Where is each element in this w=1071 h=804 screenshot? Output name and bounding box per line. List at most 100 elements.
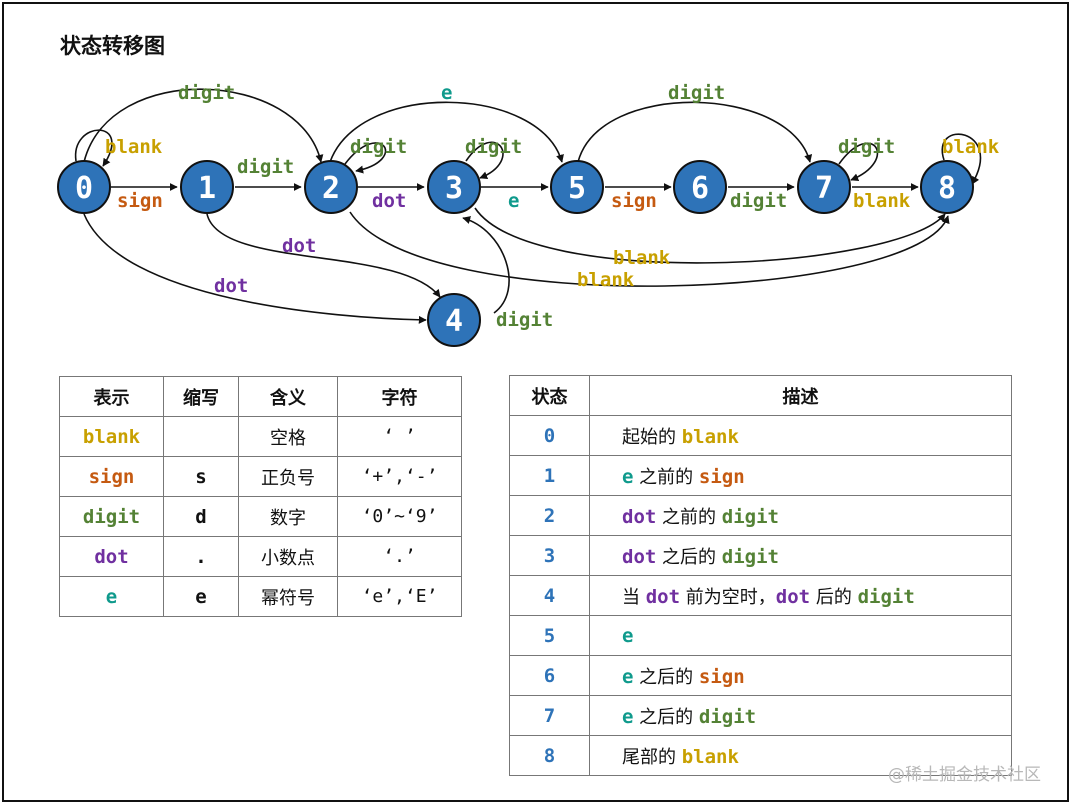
token-digit: digit <box>857 585 915 608</box>
label-0-blank: blank <box>105 136 163 158</box>
label-5-digit: digit <box>668 82 725 104</box>
label-6-digit: digit <box>730 190 787 212</box>
legend-name: sign <box>59 456 164 497</box>
state-number: 6 <box>509 655 590 696</box>
label-7-digit: digit <box>838 136 895 158</box>
state-number: 2 <box>509 495 590 536</box>
legend-header: 表示 <box>59 376 164 417</box>
label-2-digit: digit <box>350 136 407 158</box>
label-7-blank: blank <box>853 190 911 212</box>
state-header: 描述 <box>589 375 1012 416</box>
edge-7-7-digit <box>838 142 879 181</box>
label-2-dot: dot <box>372 190 406 212</box>
label-3-digit: digit <box>465 136 522 158</box>
legend-header: 含义 <box>238 376 338 417</box>
state-description: e 之前的 sign <box>589 455 1012 496</box>
description-text: 之前的 <box>633 466 699 488</box>
description-text: 后的 <box>810 586 858 608</box>
state-description: e 之后的 sign <box>589 655 1012 696</box>
legend-row: digit d 数字 ‘0’~‘9’ <box>59 496 462 537</box>
state-description: 尾部的 blank <box>589 735 1012 776</box>
legend-name: e <box>59 576 164 617</box>
edge-3-3-digit <box>465 141 504 180</box>
state-node-5: 5 <box>550 160 604 214</box>
svg-text:0: 0 <box>75 171 93 206</box>
state-description: 当 dot 前为空时，dot 后的 digit <box>589 575 1012 616</box>
legend-name: digit <box>59 496 164 537</box>
legend-abbr: e <box>163 576 239 617</box>
legend-meaning: 小数点 <box>238 536 338 577</box>
token-e: e <box>622 665 634 688</box>
description-text: 尾部的 <box>622 746 682 768</box>
legend-row: sign s 正负号 ‘+’,‘-’ <box>59 456 462 497</box>
legend-row: blank 空格 ‘ ’ <box>59 416 462 457</box>
state-description: dot 之前的 digit <box>589 495 1012 536</box>
state-description: dot 之后的 digit <box>589 535 1012 576</box>
label-5-sign: sign <box>611 190 657 212</box>
state-node-4: 4 <box>427 293 481 347</box>
description-text: 之后的 <box>633 706 699 728</box>
edge-2-2-digit <box>344 142 387 174</box>
label-0-dot: dot <box>214 275 248 297</box>
token-e: e <box>622 624 634 647</box>
token-blank: blank <box>681 425 739 448</box>
description-text: 当 <box>622 586 646 608</box>
token-blank: blank <box>681 745 739 768</box>
state-node-8: 8 <box>920 160 974 214</box>
description-text: 前为空时， <box>680 586 776 608</box>
legend-chars: ‘+’,‘-’ <box>337 456 462 497</box>
label-2-blank: blank <box>577 269 635 291</box>
state-number: 1 <box>509 455 590 496</box>
legend-chars: ‘e’,‘E’ <box>337 576 462 617</box>
legend-name: dot <box>59 536 164 577</box>
edge-0-2-digit <box>83 88 324 163</box>
state-number: 7 <box>509 695 590 736</box>
token-dot: dot <box>645 585 681 608</box>
legend-chars: ‘.’ <box>337 536 462 577</box>
legend-name: blank <box>59 416 164 457</box>
legend-header: 缩写 <box>163 376 239 417</box>
state-description: 起始的 blank <box>589 415 1012 456</box>
token-e: e <box>622 465 634 488</box>
description-text: 之后的 <box>656 546 722 568</box>
svg-text:2: 2 <box>322 171 340 206</box>
state-number: 5 <box>509 615 590 656</box>
svg-text:4: 4 <box>445 304 463 339</box>
legend-header: 字符 <box>337 376 462 417</box>
legend-meaning: 空格 <box>238 416 338 457</box>
state-node-2: 2 <box>304 160 358 214</box>
label-3-e: e <box>508 190 519 212</box>
token-dot: dot <box>622 545 657 568</box>
legend-header-row: 表示 缩写 含义 字符 <box>59 376 462 417</box>
description-text: 之后的 <box>633 666 699 688</box>
state-node-6: 6 <box>673 160 727 214</box>
legend-abbr <box>163 416 239 457</box>
edge-8-8-blank <box>941 133 982 185</box>
token-dot: dot <box>622 505 657 528</box>
state-description: e <box>589 615 1012 656</box>
label-0-digit: digit <box>178 82 235 104</box>
token-digit: digit <box>721 505 779 528</box>
state-description: e 之后的 digit <box>589 695 1012 736</box>
label-2-e: e <box>441 82 452 104</box>
token-dot: dot <box>775 585 811 608</box>
label-1-digit: digit <box>237 156 294 178</box>
legend-row: dot . 小数点 ‘.’ <box>59 536 462 577</box>
state-header: 状态 <box>509 375 590 416</box>
token-sign: sign <box>698 465 745 488</box>
symbol-legend-table: 表示 缩写 含义 字符 blank 空格 ‘ ’ sign s 正负号 ‘+’,… <box>59 376 462 617</box>
legend-chars: ‘0’~‘9’ <box>337 496 462 537</box>
state-node-1: 1 <box>180 160 234 214</box>
edge-2-8-blank <box>349 211 950 287</box>
label-8-blank: blank <box>942 136 1000 158</box>
description-text: 之前的 <box>656 506 722 528</box>
label-4-digit: digit <box>496 309 553 331</box>
state-node-0: 0 <box>57 160 111 214</box>
